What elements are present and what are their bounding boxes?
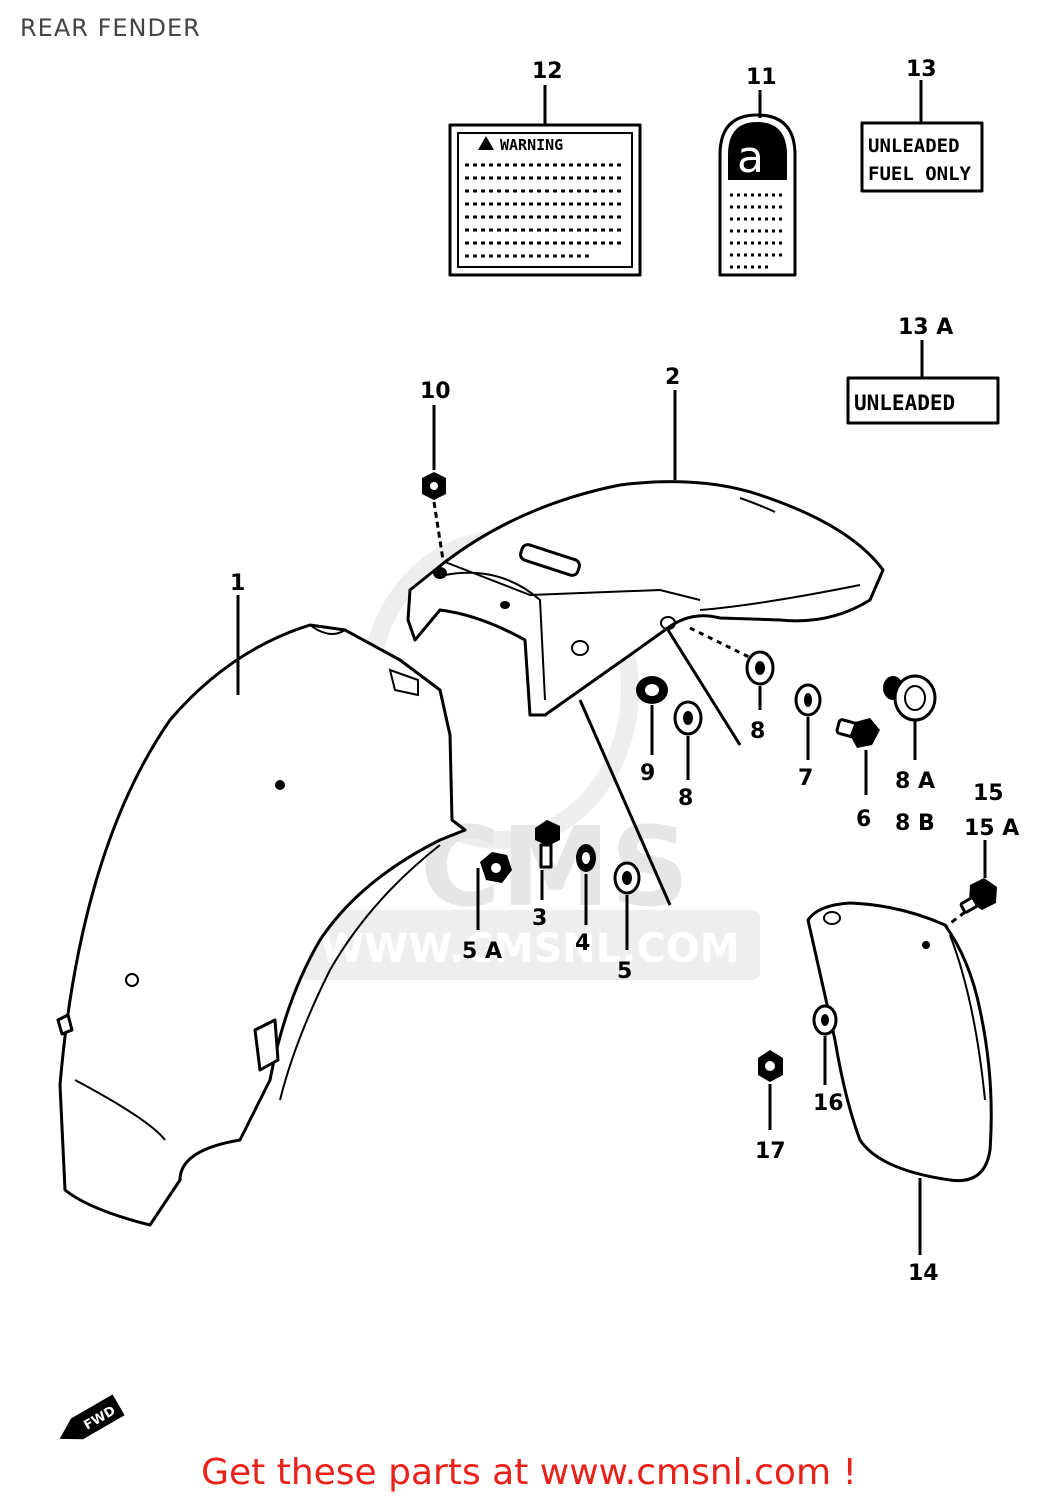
unleaded-label-13a: UNLEADED [846, 376, 1000, 425]
label-13a-text: UNLEADED [854, 391, 955, 415]
callout-13a: 13 A [898, 315, 953, 340]
callout-1: 1 [230, 571, 245, 596]
nut-5a [480, 852, 512, 883]
washer-8-upper [745, 650, 775, 686]
callout-15a: 15 A [964, 816, 1019, 841]
callout-3: 3 [532, 906, 547, 931]
decal-letter: a [737, 132, 764, 183]
bolt-3 [535, 820, 560, 869]
callout-5: 5 [617, 959, 632, 984]
bushing-9 [636, 676, 668, 704]
callout-9: 9 [640, 761, 655, 786]
nut-17 [758, 1050, 783, 1082]
washer-5 [613, 861, 641, 895]
callout-13: 13 [906, 57, 937, 82]
label-13-line2: FUEL ONLY [868, 163, 972, 185]
footer-link[interactable]: Get these parts at www.cmsnl.com ! [201, 1452, 857, 1493]
callout-14: 14 [908, 1261, 939, 1286]
nut-10 [422, 472, 446, 500]
callout-15: 15 [973, 781, 1004, 806]
rear-fender-upper-2 [406, 480, 885, 717]
callout-17: 17 [755, 1139, 786, 1164]
decal-11: a [718, 113, 797, 277]
washer-4 [576, 844, 596, 872]
side-cover-14 [806, 901, 993, 1183]
bolt-8a-8b [883, 674, 937, 722]
forward-direction-arrow: FWD [59, 1394, 125, 1440]
callout-7: 7 [798, 766, 813, 791]
warning-label-12: WARNING [448, 123, 642, 277]
watermark-url: WWW.CMSNL.COM [320, 926, 740, 972]
callout-8B: 8 B [895, 811, 935, 836]
warning-label-header: WARNING [500, 136, 563, 154]
callout-11: 11 [746, 65, 777, 90]
label-13-line1: UNLEADED [868, 135, 960, 157]
callout-8-lower: 8 [678, 786, 693, 811]
washer-8-lower [673, 700, 703, 736]
callout-2: 2 [665, 365, 680, 390]
rear-fender-1 [56, 623, 467, 1227]
page-title: REAR FENDER [20, 14, 201, 42]
bolt-6 [835, 718, 880, 748]
callout-10: 10 [420, 379, 451, 404]
washer-7 [794, 683, 822, 717]
callout-5a: 5 A [462, 939, 502, 964]
callout-16: 16 [813, 1091, 844, 1116]
callout-6: 6 [856, 807, 871, 832]
bolt-15 [959, 878, 997, 914]
callout-4: 4 [575, 931, 590, 956]
callout-8A: 8 A [895, 769, 935, 794]
washer-16 [812, 1004, 838, 1036]
callout-12: 12 [532, 59, 563, 84]
unleaded-fuel-only-label-13: UNLEADED FUEL ONLY [860, 121, 984, 193]
callout-8-upper: 8 [750, 719, 765, 744]
